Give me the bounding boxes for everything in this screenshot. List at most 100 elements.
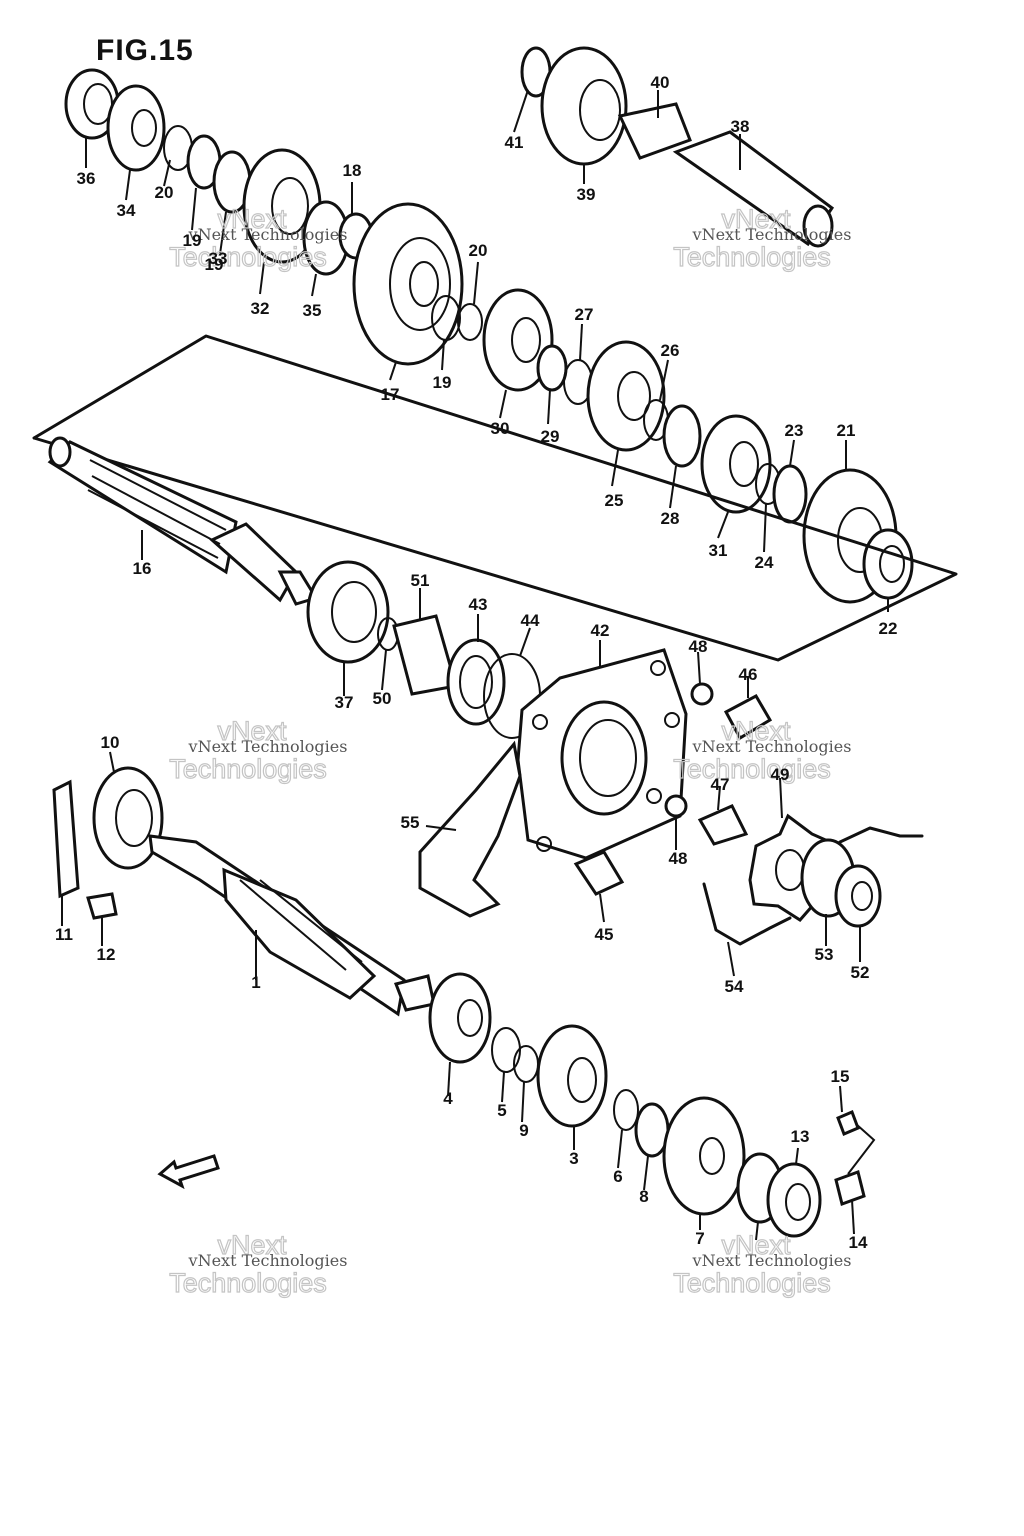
callout-3: 3	[569, 1149, 578, 1168]
callout-47: 47	[711, 775, 730, 794]
callout-18: 18	[343, 161, 362, 180]
svg-text:vNext: vNext	[721, 1230, 791, 1260]
callout-25: 25	[605, 491, 624, 510]
callout-49: 49	[771, 765, 790, 784]
callout-5: 5	[497, 1101, 506, 1120]
callout-46: 46	[739, 665, 758, 684]
callout-14: 14	[849, 1233, 868, 1252]
washer-5	[491, 1027, 521, 1073]
washer-48a	[690, 682, 714, 706]
callout-15: 15	[831, 1067, 850, 1086]
svg-text:Technologies: Technologies	[673, 1268, 831, 1298]
callout-39: 39	[577, 185, 596, 204]
washer-19b	[431, 295, 461, 341]
callout-12: 12	[97, 945, 116, 964]
chain-54	[702, 882, 792, 946]
callout-41: 41	[505, 133, 524, 152]
callout-33: 33	[209, 249, 228, 268]
callout-21: 21	[837, 421, 856, 440]
nut-52	[834, 864, 882, 928]
callout-6: 6	[613, 1167, 622, 1186]
callout-29: 29	[541, 427, 560, 446]
callout-labels: 1345678910111213141516171819191920202122…	[55, 73, 897, 1252]
callout-20: 20	[155, 183, 174, 202]
bolt-46	[723, 693, 773, 741]
callout-50: 50	[373, 689, 392, 708]
callout-30: 30	[491, 419, 510, 438]
callout-23: 23	[785, 421, 804, 440]
callout-48: 48	[669, 849, 688, 868]
bearing-retainer-42	[516, 648, 688, 860]
circlip-6	[613, 1089, 639, 1131]
callout-8: 8	[639, 1187, 648, 1206]
upper-right-shaft-group	[520, 46, 835, 248]
callout-48: 48	[689, 637, 708, 656]
callout-1: 1	[251, 973, 260, 992]
callout-54: 54	[725, 977, 744, 996]
gear-34	[106, 84, 166, 172]
callout-31: 31	[709, 541, 728, 560]
callout-17: 17	[381, 385, 400, 404]
figure-title: FIG.15	[96, 34, 194, 67]
gear-25	[586, 340, 666, 452]
gear-30	[482, 288, 554, 392]
callout-22: 22	[879, 619, 898, 638]
callout-35: 35	[303, 301, 322, 320]
svg-text:Technologies: Technologies	[169, 1268, 327, 1298]
plate-14	[834, 1170, 866, 1206]
bracket-55	[418, 740, 522, 918]
oil-seal-43	[446, 638, 506, 726]
callout-34: 34	[117, 201, 136, 220]
callout-37: 37	[335, 693, 354, 712]
gear-39	[540, 46, 628, 166]
washer-28	[662, 404, 702, 468]
svg-text:vNext: vNext	[721, 204, 791, 234]
assembly-frame	[32, 334, 958, 662]
callout-11: 11	[55, 925, 73, 944]
circlip-20b	[457, 303, 483, 341]
bolt-45	[573, 850, 625, 896]
countershaft-bearing-group	[306, 560, 541, 739]
bolt-47	[697, 804, 749, 846]
callout-4: 4	[443, 1089, 453, 1108]
screw-15	[836, 1110, 860, 1136]
svg-text:Technologies: Technologies	[169, 242, 327, 272]
callout-27: 27	[575, 305, 594, 324]
callout-32: 32	[251, 299, 270, 318]
bearing-13	[766, 1162, 822, 1238]
bearing-37	[306, 560, 390, 664]
callout-20: 20	[469, 241, 488, 260]
callout-9: 9	[519, 1121, 528, 1140]
mainshaft-1	[148, 834, 436, 1017]
svg-text:vNext Technologies: vNext Technologies	[692, 225, 852, 244]
callout-38: 38	[731, 117, 750, 136]
gear-3	[536, 1024, 608, 1128]
svg-text:vNext Technologies: vNext Technologies	[692, 1251, 852, 1270]
front-arrow-icon	[157, 1154, 220, 1190]
callout-42: 42	[591, 621, 610, 640]
svg-text:vNext Technologies: vNext Technologies	[188, 225, 348, 244]
callout-52: 52	[851, 963, 870, 982]
callout-19: 19	[205, 255, 224, 274]
svg-text:Technologies: Technologies	[673, 242, 831, 272]
svg-text:Technologies: Technologies	[169, 754, 327, 784]
shaft-38	[672, 130, 835, 247]
gear-7	[662, 1096, 746, 1216]
callout-40: 40	[651, 73, 670, 92]
svg-text:vNext: vNext	[217, 1230, 287, 1260]
svg-text:vNext: vNext	[217, 716, 287, 746]
leader-lines	[61, 89, 889, 1241]
callout-43: 43	[469, 595, 488, 614]
upper-gear-train	[64, 68, 914, 604]
callout-24: 24	[755, 553, 774, 572]
callout-13: 13	[791, 1127, 810, 1146]
callout-19: 19	[433, 373, 452, 392]
svg-text:Technologies: Technologies	[673, 754, 831, 784]
